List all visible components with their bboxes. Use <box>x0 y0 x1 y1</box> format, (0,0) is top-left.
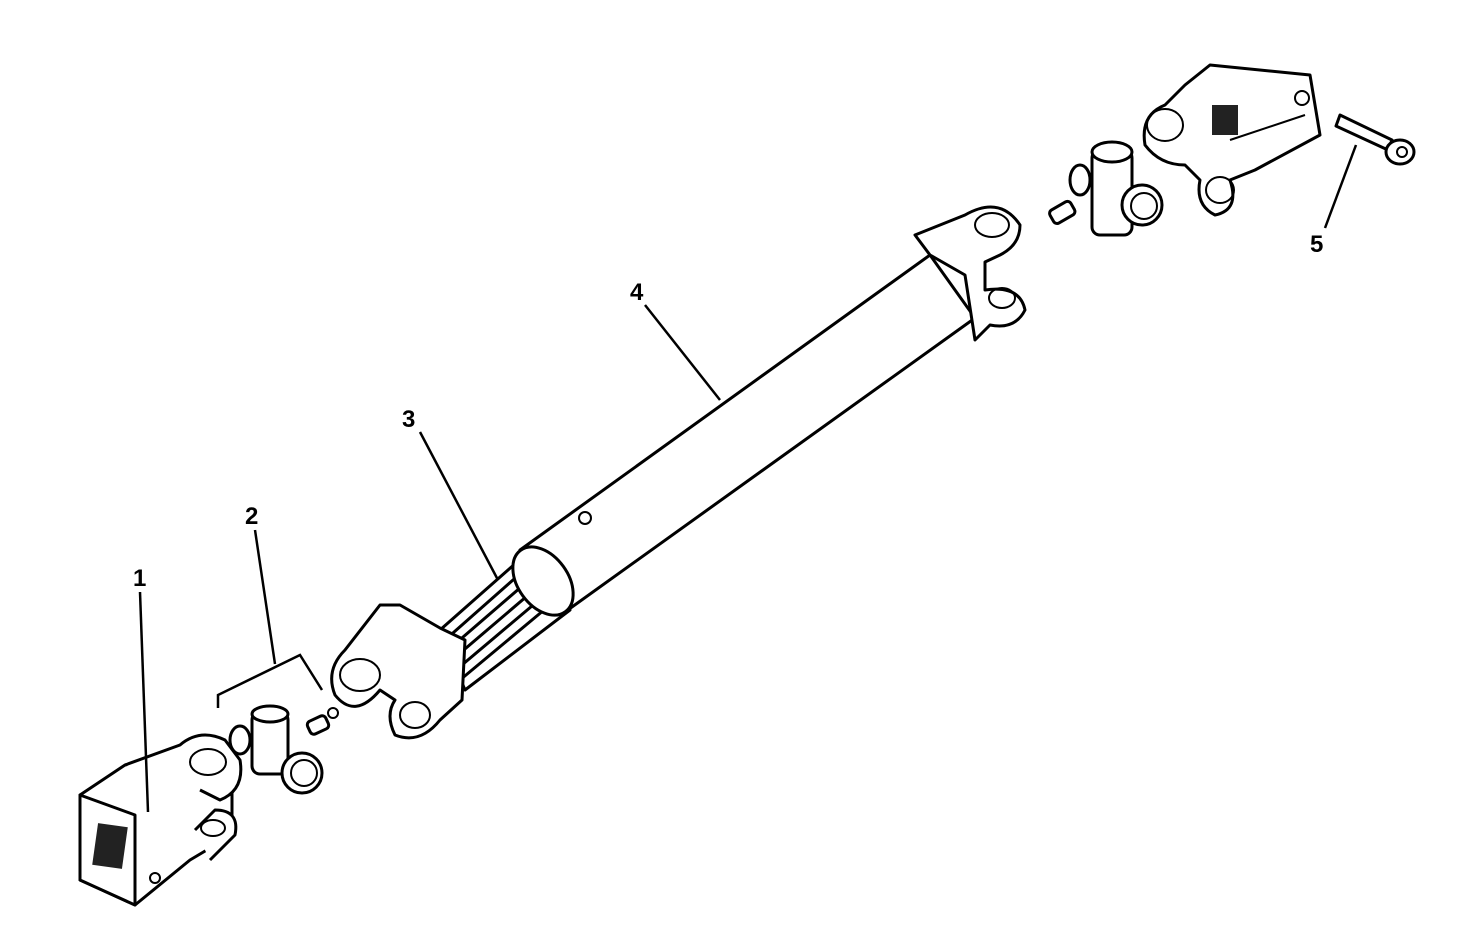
rear-universal-joint <box>1048 140 1164 237</box>
bracket-2 <box>216 653 324 708</box>
callout-1: 1 <box>133 565 146 592</box>
rear-yoke <box>1142 63 1322 217</box>
part-2-universal-joint <box>228 704 339 795</box>
leader-3 <box>418 431 500 581</box>
callout-2: 2 <box>245 503 258 530</box>
leader-2 <box>253 529 277 665</box>
callout-leaders <box>138 144 1358 813</box>
callout-3: 3 <box>402 406 415 433</box>
leader-4 <box>644 304 721 401</box>
leader-5 <box>1323 144 1358 229</box>
part-4-tube <box>511 205 1027 617</box>
callout-5: 5 <box>1310 231 1323 258</box>
part-5-bolt <box>1334 113 1416 166</box>
callout-4: 4 <box>630 279 644 306</box>
part-1-yoke <box>78 733 243 907</box>
leader-1 <box>138 591 150 813</box>
